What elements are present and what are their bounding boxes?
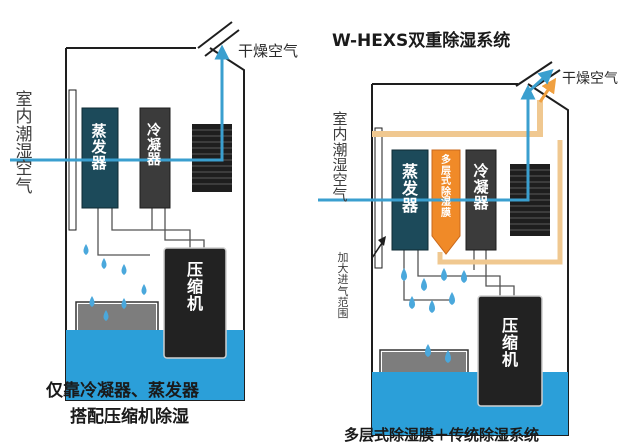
right-membrane-flow-bottom [437,140,563,265]
left-unit [10,21,245,401]
left-caption-line1: 仅靠冷凝器、蒸发器 [46,381,199,401]
left-refrigerant-pipes [97,208,205,256]
right-membrane-panel [431,149,461,255]
water-drop-icon [421,278,427,291]
water-drop-icon [83,244,89,255]
water-drop-icon [429,300,435,313]
right-unit [318,61,569,436]
right-air-flow-arrow [318,84,536,202]
right-air-outlet-arrow [526,68,554,94]
left-inlet-label: 室内潮湿空气 [15,90,33,197]
right-compressor-label: 压缩机 [501,316,518,369]
right-intake-grille [374,127,383,269]
right-compressor [477,295,543,407]
left-compressor [163,247,227,359]
right-outlet-label: 干燥空气 [562,71,618,87]
right-membrane-flow-arrow [538,77,557,103]
left-condenser-coil [139,107,171,209]
water-drop-icon [409,296,415,309]
water-drop-icon [121,298,127,309]
left-condenser-label: 冷凝器 [147,123,161,169]
right-membrane-label: 多层式除湿膜 [441,155,451,219]
left-compressor-label: 压缩机 [186,260,203,313]
water-drop-icon [121,264,127,275]
water-drop-icon [103,310,109,321]
left-outlet-label: 干燥空气 [238,42,299,60]
water-drop-icon [449,292,455,305]
water-drop-icon [89,296,95,307]
water-drop-icon [141,284,147,295]
left-fan-grille [192,124,232,192]
left-air-flow-arrow [10,44,230,162]
water-drop-icon [445,350,451,363]
left-water-drops [83,244,147,321]
right-inlet-label: 室内潮湿空气 [332,110,348,205]
right-intake-note: 加大进气范围 [337,251,349,321]
right-refrigerant-pipes [403,250,515,301]
water-drop-icon [401,268,407,281]
right-membrane-flow-path [372,100,543,137]
water-drop-icon [441,268,447,281]
right-water-drops [401,268,467,363]
water-drop-icon [425,344,431,357]
right-intake-note-arrowhead [378,236,386,246]
water-drop-icon [101,258,107,269]
right-vent-flap-1 [515,61,553,87]
right-caption: 多层式除湿膜＋传统除湿系统 [344,426,540,444]
left-caption-line2: 搭配压缩机除湿 [70,407,189,427]
diagram-title: W-HEXS双重除湿系统 [332,31,511,51]
left-evaporator-coil [81,107,119,209]
left-vent-flap-2 [204,29,240,57]
left-vent-flap-1 [197,21,233,49]
right-evaporator-label: 蒸发器 [401,162,418,215]
left-evaporator-label: 蒸发器 [91,122,107,172]
right-condenser-label: 冷凝器 [473,162,489,212]
water-drop-icon [461,270,467,283]
